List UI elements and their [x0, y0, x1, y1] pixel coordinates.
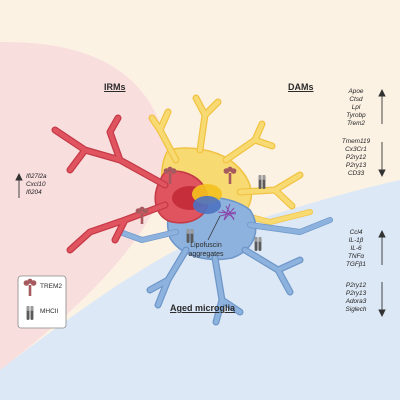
- aged-up-genes: Ccl4 IL-1β IL-6 TNFα TGFβ1: [336, 229, 376, 269]
- legend-trem2-label: TREM2: [40, 283, 63, 290]
- lipofuscin-aggregate: [217, 203, 237, 221]
- gene-label: Ccl4: [349, 229, 363, 236]
- gene-label: Ctsd: [349, 95, 363, 103]
- legend-mhcii-label: MHCII: [40, 308, 59, 315]
- aged-nucleus: [193, 196, 221, 214]
- aged-up-arrow: [378, 229, 386, 265]
- gene-label: Adora3: [345, 297, 367, 305]
- dams-title: DAMs: [288, 82, 314, 92]
- aged-down-genes: P2ry12 P2ry13 Adora3 Siglech: [336, 282, 376, 314]
- lipofuscin-pointer: [207, 215, 221, 241]
- gene-label: Trem2: [347, 119, 365, 127]
- gene-label: IL-6: [350, 244, 362, 252]
- irms-up-arrow: [15, 172, 23, 198]
- gene-label: CD33: [347, 169, 365, 177]
- gene-label: TNFα: [347, 252, 365, 260]
- aged-down-arrow: [378, 282, 386, 318]
- gene-label: Siglech: [345, 305, 367, 313]
- dams-up-genes: Apoe Ctsd Lpl Tyrobp Trem2: [336, 88, 376, 128]
- gene-label: Tmem119: [341, 138, 371, 145]
- irms-up-genes: Ifi27l2a Cxcl10 Ifi204: [26, 173, 62, 197]
- gene-label: Cxcl10: [26, 180, 46, 188]
- gene-label: Tyrobp: [346, 111, 366, 119]
- gene-label: TGFβ1: [346, 260, 366, 268]
- irms-title: IRMs: [104, 82, 126, 92]
- dams-up-arrow: [378, 88, 386, 124]
- dams-down-arrow: [378, 142, 386, 178]
- gene-label: Ifi27l2a: [26, 173, 47, 180]
- gene-label: Lpl: [351, 103, 361, 111]
- gene-label: Apoe: [348, 88, 364, 95]
- gene-label: Ifi204: [26, 188, 42, 196]
- gene-label: P2ry13: [345, 289, 367, 297]
- lipofuscin-label: Lipofuscin aggregates: [188, 242, 224, 258]
- gene-label: P2ry12: [345, 153, 367, 161]
- gene-label: P2ry12: [345, 282, 367, 289]
- gene-label: Cx3Cr1: [345, 145, 367, 153]
- gene-label: P2ry13: [345, 161, 367, 169]
- gene-label: IL-1β: [348, 236, 364, 244]
- aged-title: Aged microglia: [170, 303, 236, 313]
- dams-down-genes: Tmem119 Cx3Cr1 P2ry12 P2ry13 CD33: [336, 138, 376, 178]
